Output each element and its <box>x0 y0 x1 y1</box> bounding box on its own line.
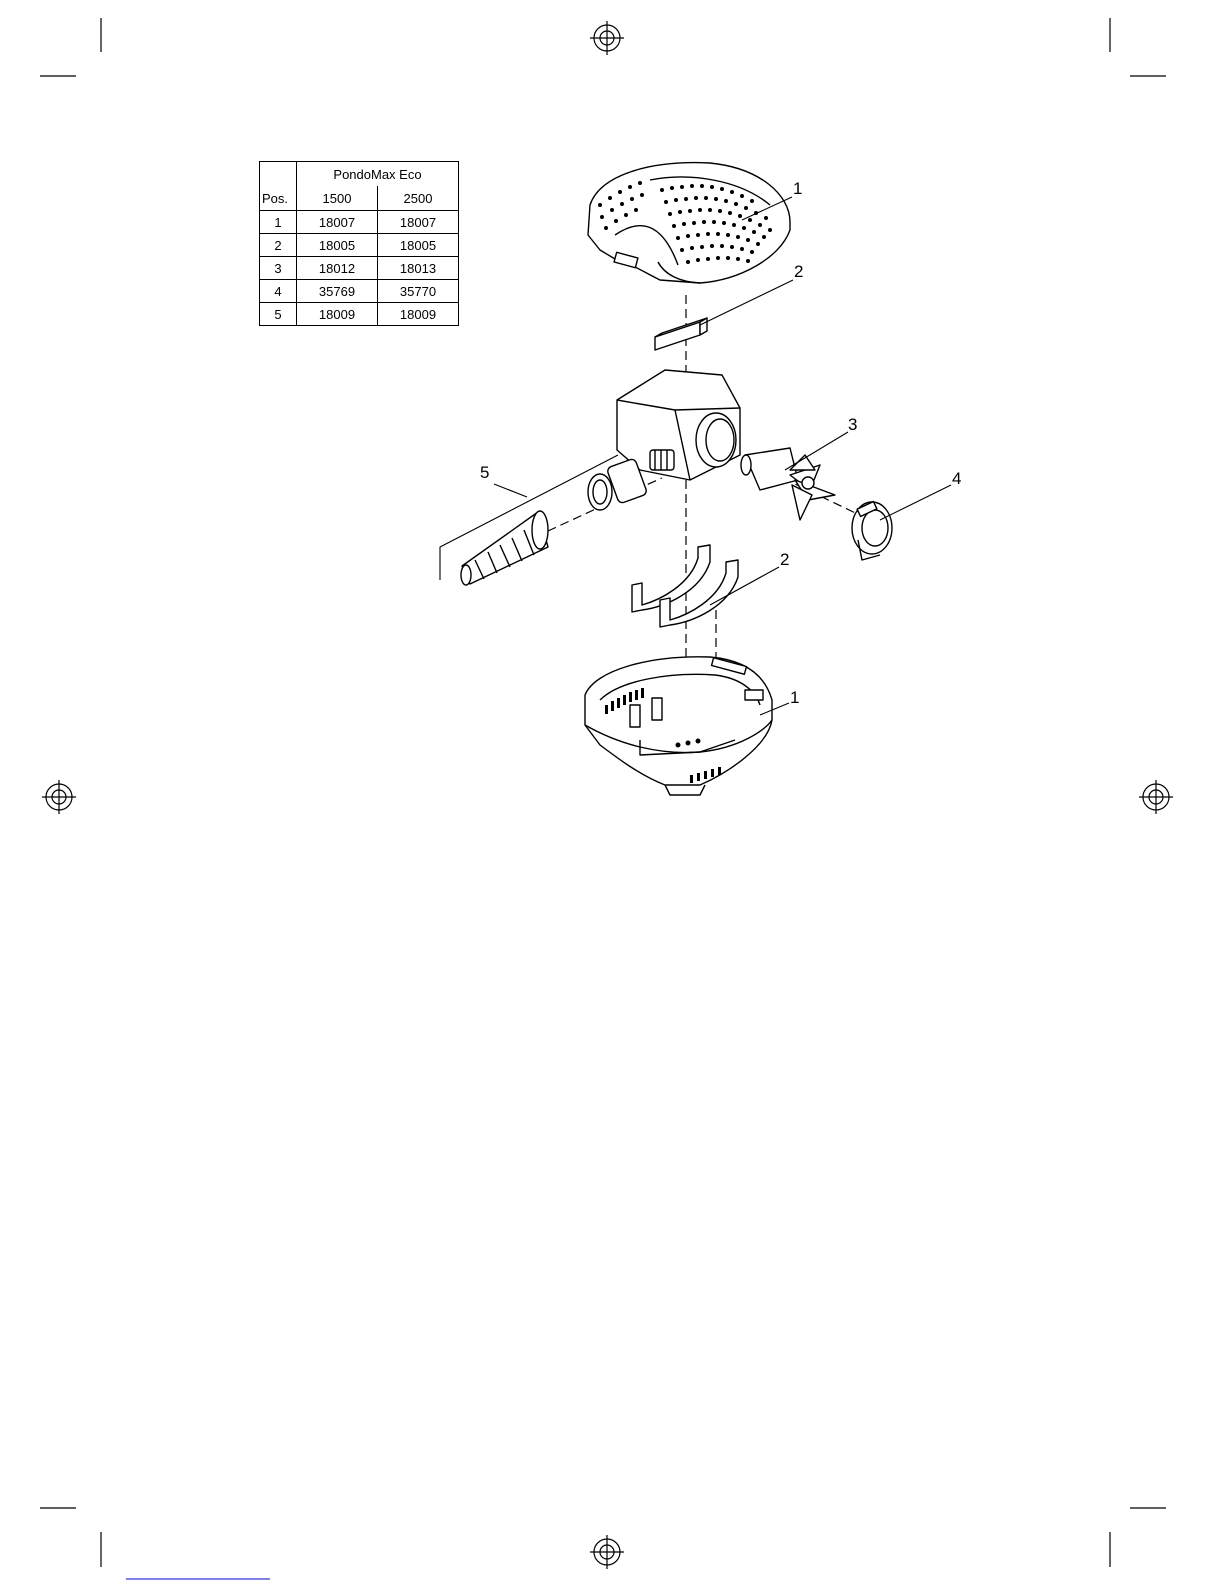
callout-top-cover: 1 <box>793 179 802 199</box>
callout-rotor: 3 <box>848 415 857 435</box>
bottom-strips-part <box>632 545 738 627</box>
callout-top-strip: 2 <box>794 262 803 282</box>
top-strip-part <box>655 318 707 350</box>
rotor-part <box>741 448 835 520</box>
bottom-cover-part <box>585 657 772 795</box>
callout-hose-adapter: 5 <box>480 463 489 483</box>
callout-bearing-cap: 4 <box>952 469 961 489</box>
callout-bottom-cover: 1 <box>790 688 799 708</box>
stepped-hose-adapter-part <box>461 511 548 585</box>
callout-bottom-strips: 2 <box>780 550 789 570</box>
bearing-cap-part <box>852 502 892 560</box>
top-cover-part <box>588 163 790 283</box>
